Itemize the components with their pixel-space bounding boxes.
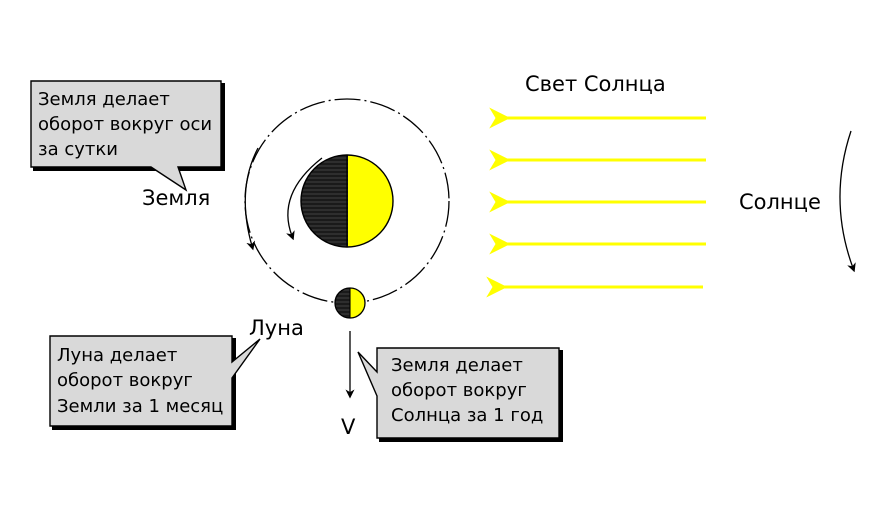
callout-line: оборот вокруг оси xyxy=(38,114,212,135)
callout-earth-orbit: Земля делает оборот вокруг Солнца за 1 г… xyxy=(358,348,563,442)
callout-line: Земли за 1 месяц xyxy=(57,396,223,417)
sun-label: Солнце xyxy=(739,190,821,214)
callout-line: Луна делает xyxy=(57,345,177,366)
earth xyxy=(301,155,393,247)
callout-line: оборот вокруг xyxy=(391,380,527,401)
callout-line: за сутки xyxy=(38,139,118,160)
callout-earth-rotation: Земля делает оборот вокруг оси за сутки xyxy=(31,81,225,190)
velocity-label: V xyxy=(341,415,356,439)
sunlight-label: Свет Солнца xyxy=(525,72,666,96)
moon-label: Луна xyxy=(249,316,304,340)
earth-label: Земля xyxy=(142,186,210,210)
moon-orbit-direction-arrow xyxy=(245,148,258,246)
moon xyxy=(335,288,365,318)
sun-rotation-arc xyxy=(840,131,853,268)
sunlight-rays xyxy=(503,118,706,287)
callout-line: Солнца за 1 год xyxy=(391,405,543,426)
callout-line: Земля делает xyxy=(391,355,523,376)
callout-line: оборот вокруг xyxy=(57,370,193,391)
callout-moon-orbit: Луна делает оборот вокруг Земли за 1 мес… xyxy=(50,336,260,430)
callout-line: Земля делает xyxy=(38,89,170,110)
